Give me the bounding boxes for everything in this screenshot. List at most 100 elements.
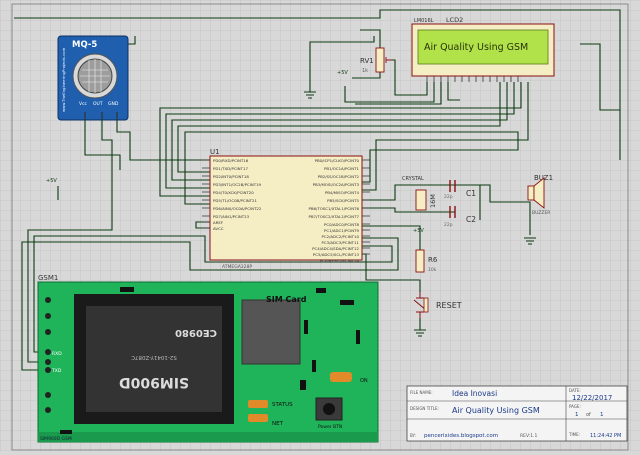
pot-body — [375, 47, 385, 73]
lcd-display[interactable]: LM016L LCD2 Air Quality Using GSM — [411, 16, 555, 82]
wires — [14, 9, 621, 371]
sensor-pin-out: OUT — [93, 101, 103, 107]
vcc-label-reset: +5V — [413, 228, 424, 234]
svg-text:PB5/SCK/PCINT5: PB5/SCK/PCINT5 — [327, 198, 359, 203]
mcu-right-pin-labels: PB0/ICP1/CLKO/PCINT0 PB1/OC1A/PCINT1 PB2… — [309, 158, 360, 263]
date-label: DATE: — [569, 388, 581, 393]
gsm-tx-label: TXD — [51, 368, 62, 374]
crystal-body — [415, 189, 427, 211]
gsm-module[interactable]: GSM1 SIM900D GSM RXD TXD SIM900D S2-1041… — [37, 274, 379, 443]
svg-text:PD3/INT1/OC2B/PCINT19: PD3/INT1/OC2B/PCINT19 — [213, 182, 262, 187]
potentiometer[interactable]: RV1 1k — [360, 47, 392, 74]
resistor-r6[interactable]: +5V R6 10k — [413, 228, 438, 273]
design-value: Air Quality Using GSM — [452, 406, 540, 415]
svg-text:PC0/ADC0/PCINT8: PC0/ADC0/PCINT8 — [324, 222, 360, 227]
reset-switch-symbol — [413, 292, 427, 318]
svg-text:PC4/ADC4/SDA/PCINT12: PC4/ADC4/SDA/PCINT12 — [312, 246, 359, 251]
c2-value: 22p — [444, 222, 453, 228]
c2-plates — [449, 206, 456, 218]
svg-text:PB3/MOSI/OC2A/PCINT3: PB3/MOSI/OC2A/PCINT3 — [313, 182, 360, 187]
crystal-label: CRYSTAL — [402, 176, 424, 182]
by-value: pencerixides.blogspot.com — [424, 433, 498, 439]
lcd-model: LM016L — [414, 18, 434, 24]
filename-label: FILE NAME: — [410, 390, 433, 395]
buzzer-model: BUZZER — [532, 210, 550, 216]
buzzer-horn — [533, 177, 545, 209]
svg-text:PB2/SS/OC1B/PCINT2: PB2/SS/OC1B/PCINT2 — [318, 174, 360, 179]
svg-text:PB1/OC1A/PCINT1: PB1/OC1A/PCINT1 — [324, 166, 360, 171]
rev-value: REV:1.1 — [520, 433, 537, 439]
mq5-sensor[interactable]: MQ-5 www.TheEngineeringProjects.com Vcc … — [57, 35, 129, 121]
reset-label: RESET — [436, 301, 462, 310]
svg-text:PD4/T0/XCK/PCINT20: PD4/T0/XCK/PCINT20 — [213, 190, 254, 195]
c2-ref: C2 — [466, 215, 476, 224]
led-status — [248, 400, 268, 408]
on-label: ON — [360, 378, 368, 384]
capacitor-c2[interactable]: C2 22p — [444, 206, 476, 228]
pot-wiper — [385, 57, 392, 63]
svg-text:PD7/AIN1/PCINT23: PD7/AIN1/PCINT23 — [213, 214, 250, 219]
sheet-border — [11, 3, 629, 451]
svg-text:PD0/RXD/PCINT16: PD0/RXD/PCINT16 — [213, 158, 249, 163]
sensor-brand: www.TheEngineeringProjects.com — [61, 47, 66, 112]
filename-value: Idea Inovasi — [452, 389, 497, 398]
crystal[interactable]: CRYSTAL 16M — [402, 176, 437, 211]
sim900d-chip — [86, 306, 222, 412]
resistor-body — [415, 249, 425, 273]
vcc-label-sensor: +5V — [46, 178, 57, 184]
resistor-value: 10k — [428, 267, 437, 273]
lcd-pins — [426, 76, 519, 82]
by-label: BY: — [410, 433, 416, 438]
mcu-left-pin-labels: PD0/RXD/PCINT16 PD1/TXD/PCINT17 PD2/INT0… — [213, 158, 262, 231]
svg-text:PB4/MISO/PCINT4: PB4/MISO/PCINT4 — [325, 190, 360, 195]
led-net — [248, 414, 268, 422]
mcu-pins — [202, 159, 370, 255]
mcu-body — [209, 155, 363, 261]
sim900d-label: SIM900D — [119, 374, 189, 390]
svg-text:PB6/TOSC1/XTAL1/PCINT6: PB6/TOSC1/XTAL1/PCINT6 — [309, 206, 360, 211]
mcu-atmega328p[interactable]: U1 PD0/RXD/PCINT16 PD1/TXD/PCINT17 PD2/I… — [202, 148, 370, 270]
resistor-ref: R6 — [428, 256, 438, 264]
power-btn-label: Power BTN — [318, 424, 342, 430]
capacitor-c1[interactable]: C1 22p — [444, 180, 476, 200]
sensor-pin-vcc: Vcc — [79, 101, 88, 107]
svg-text:AREF: AREF — [213, 220, 224, 225]
buzzer[interactable]: BUZ1 BUZZER — [527, 174, 553, 216]
mcu-ref: U1 — [210, 148, 220, 156]
gsm-footer: SIM900D GSM — [40, 436, 72, 442]
svg-text:PD6/AIN0/OC0A/PCINT22: PD6/AIN0/OC0A/PCINT22 — [213, 206, 262, 211]
page-total: 1 — [600, 412, 604, 418]
date-value: 12/22/2017 — [572, 394, 612, 402]
svg-text:PC2/ADC2/PCINT10: PC2/ADC2/PCINT10 — [322, 234, 360, 239]
gsm-ref: GSM1 — [38, 274, 58, 282]
crystal-value: 16M — [429, 194, 437, 208]
svg-text:PC5/ADC5/SCL/PCINT13: PC5/ADC5/SCL/PCINT13 — [313, 252, 360, 257]
title-block-frame — [406, 385, 628, 442]
ground-symbols — [304, 91, 536, 337]
sensor-pins — [84, 112, 118, 120]
sim900d-imei: S2-1041Y-Z087C — [131, 354, 177, 360]
svg-text:PC3/ADC3/PCINT11: PC3/ADC3/PCINT11 — [322, 240, 360, 245]
c1-ref: C1 — [466, 189, 476, 198]
reset-button[interactable]: RESET — [413, 292, 462, 318]
svg-text:PD2/INT0/PCINT18: PD2/INT0/PCINT18 — [213, 174, 249, 179]
svg-text:PB0/ICP1/CLKO/PCINT0: PB0/ICP1/CLKO/PCINT0 — [315, 158, 360, 163]
svg-text:PB7/TOSC2/XTAL2/PCINT7: PB7/TOSC2/XTAL2/PCINT7 — [309, 214, 360, 219]
svg-text:PC6/RESET/PCINT14: PC6/RESET/PCINT14 — [320, 258, 360, 263]
design-label: DESIGN TITLE: — [410, 406, 439, 411]
c1-plates — [449, 180, 456, 192]
sim-card-holder — [241, 299, 301, 365]
svg-text:AVCC: AVCC — [213, 226, 224, 231]
title-block: FILE NAME: Idea Inovasi DESIGN TITLE: Ai… — [406, 385, 628, 442]
gsm-passives — [60, 287, 360, 434]
reset-actuator — [423, 297, 429, 313]
gsm-footer-strip — [38, 432, 378, 442]
lcd-text: Air Quality Using GSM — [424, 42, 528, 53]
on-switch — [330, 372, 352, 382]
page-of: of — [586, 412, 591, 418]
sim-card-label: SIM Card — [266, 295, 307, 304]
lcd-screen — [417, 29, 549, 65]
svg-text:PD5/T1/OC0B/PCINT21: PD5/T1/OC0B/PCINT21 — [213, 198, 257, 203]
